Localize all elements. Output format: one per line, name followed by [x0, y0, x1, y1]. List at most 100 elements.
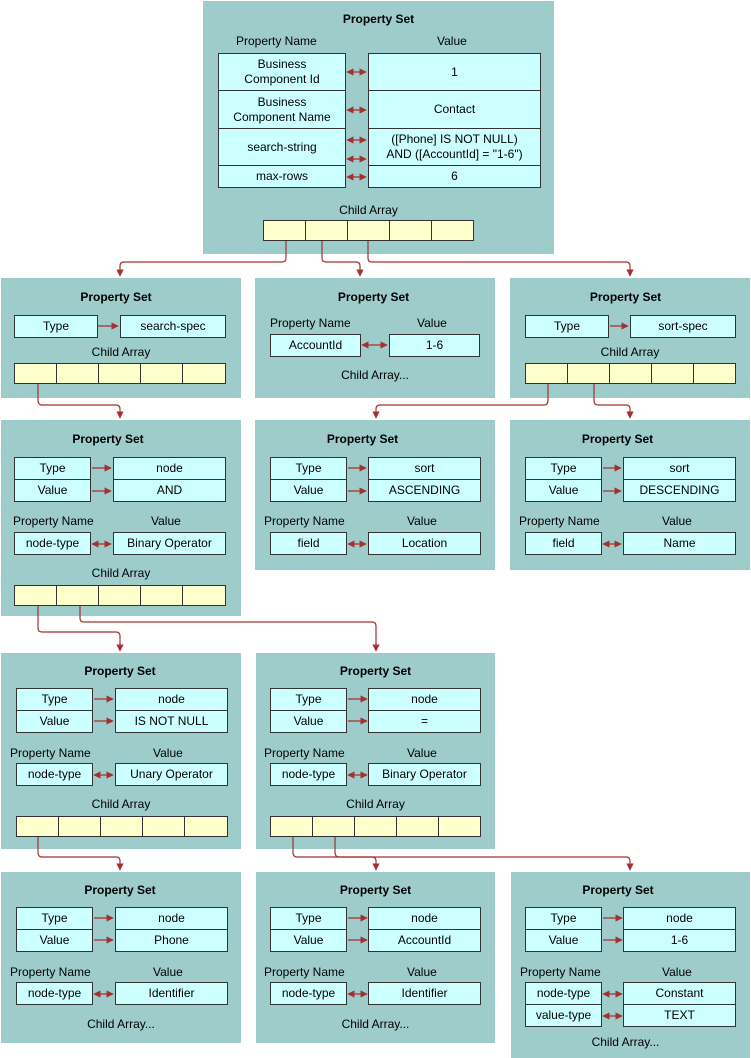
panel-title: Property Set: [72, 432, 144, 446]
property-value-cell: Binary Operator: [368, 763, 481, 786]
account-id-node-property-set: Property Set Type node Value AccountId P…: [256, 872, 495, 1043]
panel-title: Property Set: [84, 664, 156, 678]
property-name-cell: node-type: [14, 532, 91, 555]
child-array-slot: [693, 363, 736, 384]
child-link: [37, 837, 124, 871]
value-value-box: 1-6: [623, 929, 736, 952]
sort-spec-property-set: Property Set Type sort-spec Child Array: [510, 278, 750, 398]
type-label-box: Type: [525, 457, 602, 480]
property-name-header: Property Name: [13, 514, 94, 528]
child-array-label: Child Array: [91, 345, 151, 359]
value-label-box: Value: [270, 929, 347, 952]
property-name-header: Property Name: [520, 965, 601, 979]
property-name-header: Property Name: [10, 746, 91, 760]
panel-title: Property Set: [589, 290, 662, 304]
sort-ascending-property-set: Property Set Type sort Value ASCENDING P…: [255, 420, 495, 570]
child-link: [37, 384, 124, 419]
value-value-box: AccountId: [368, 929, 481, 952]
sort-descending-property-set: Property Set Type sort Value DESCENDING …: [510, 420, 750, 570]
property-name-cell: search-string: [218, 128, 346, 166]
child-array-label: Child Array: [339, 203, 398, 217]
value-header: Value: [417, 316, 447, 330]
panel-title: Property Set: [84, 883, 156, 897]
property-name-cell: max-rows: [218, 165, 346, 188]
child-link: [321, 241, 364, 277]
property-name-cell: value-type: [525, 1004, 602, 1027]
type-value-box: node: [115, 907, 228, 930]
property-name-header: Property Name: [236, 34, 317, 48]
type-value-box: node: [368, 688, 481, 711]
child-array-label: Child Array: [91, 566, 151, 580]
child-link: [372, 384, 549, 419]
phone-node-property-set: Property Set Type node Value Phone Prope…: [1, 872, 241, 1043]
constant-node-property-set: Property Set Type node Value 1-6 Propert…: [511, 872, 750, 1058]
property-name-cell: node-type: [270, 763, 347, 786]
value-value-box: =: [368, 710, 481, 733]
value-header: Value: [153, 965, 183, 979]
value-label-box: Value: [270, 710, 347, 733]
value-header: Value: [407, 514, 437, 528]
value-value-box: IS NOT NULL: [115, 710, 228, 733]
child-link: [334, 837, 634, 871]
value-label-box: Value: [270, 479, 347, 502]
child-array-slot: [182, 585, 226, 606]
property-value-cell: Contact: [368, 90, 541, 129]
property-name-cell: node-type: [270, 982, 347, 1005]
property-value-cell: Identifier: [115, 982, 228, 1005]
property-value-cell: 1-6: [389, 334, 480, 357]
property-name-cell: node-type: [16, 982, 93, 1005]
child-link: [79, 606, 380, 652]
account-id-property-set: Property Set Property Name Value Account…: [255, 278, 495, 398]
child-array-slot: [431, 220, 474, 241]
panel-title: Property Set: [80, 290, 152, 304]
child-array-slot: [438, 816, 481, 837]
value-header: Value: [407, 965, 437, 979]
child-array-more-label: Child Array...: [341, 368, 409, 382]
panel-title: Property Set: [581, 432, 654, 446]
child-array-label: Child Array: [600, 345, 660, 359]
property-value-cell: 1: [368, 53, 541, 91]
child-array-slot: [184, 816, 228, 837]
value-label-box: Value: [525, 479, 602, 502]
property-name-header: Property Name: [264, 746, 345, 760]
panel-title: Property Set: [582, 883, 654, 897]
value-header: Value: [662, 965, 692, 979]
value-header: Value: [407, 746, 437, 760]
type-value-box: node: [115, 688, 228, 711]
value-label-box: Value: [16, 929, 93, 952]
value-label-box: Value: [525, 929, 602, 952]
child-link: [116, 241, 287, 277]
panel-title: Property Set: [339, 883, 412, 897]
property-value-cell: Identifier: [368, 982, 481, 1005]
type-value-box: sort: [623, 457, 736, 480]
property-name-cell: node-type: [16, 763, 93, 786]
panel-title: Property Set: [342, 12, 415, 26]
panel-title: Property Set: [339, 664, 412, 678]
property-name-header: Property Name: [270, 316, 351, 330]
value-value-box: ASCENDING: [368, 479, 481, 502]
property-name-header: Property Name: [264, 514, 345, 528]
search-spec-property-set: Property Set Type search-spec Child Arra…: [1, 278, 241, 398]
value-value-box: DESCENDING: [623, 479, 736, 502]
child-array-more-label: Child Array...: [87, 1017, 155, 1031]
child-array-more-label: Child Array...: [341, 1017, 410, 1031]
property-name-header: Property Name: [264, 965, 345, 979]
property-value-cell: Binary Operator: [113, 532, 226, 555]
child-array-label: Child Array: [346, 797, 405, 811]
child-array-more-label: Child Array...: [591, 1035, 660, 1049]
equals-node-property-set: Property Set Type node Value = Property …: [256, 653, 495, 849]
panel-title: Property Set: [326, 432, 399, 446]
type-label-box: Type: [14, 315, 98, 338]
child-array-slot: [182, 363, 226, 384]
type-value-box: sort-spec: [630, 315, 736, 338]
type-label-box: Type: [525, 315, 609, 338]
panel-title: Property Set: [337, 290, 410, 304]
child-link: [593, 384, 634, 419]
property-name-cell: AccountId: [270, 334, 361, 357]
property-name-cell: node-type: [525, 982, 602, 1005]
property-name-cell: field: [525, 532, 602, 555]
child-array-label: Child Array: [91, 797, 151, 811]
is-not-null-node-property-set: Property Set Type node Value IS NOT NULL…: [1, 653, 241, 849]
value-label-box: Value: [14, 479, 91, 502]
